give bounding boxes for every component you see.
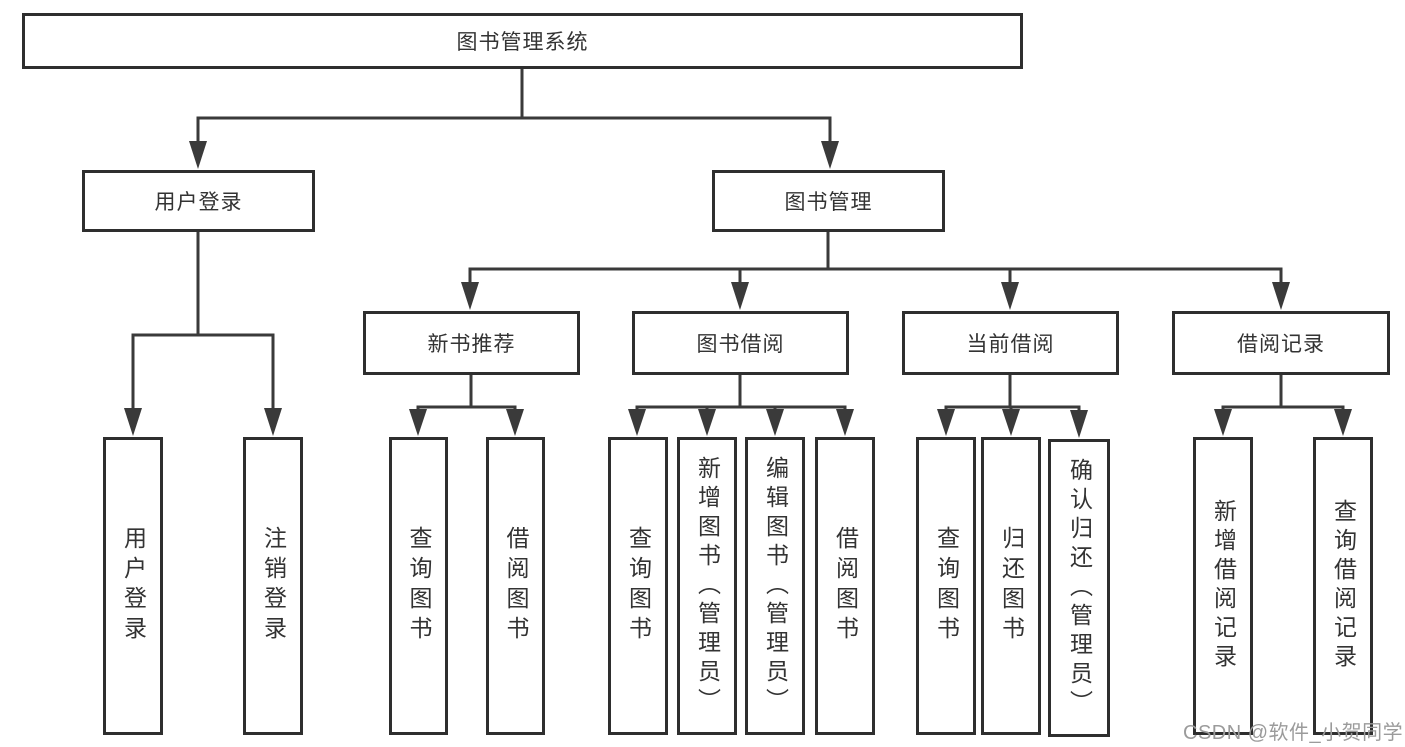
node-user-login: 用户登录	[82, 170, 315, 232]
connector-level2-branch	[196, 116, 832, 150]
leaf-user-login: 用户登录	[103, 437, 163, 735]
leaf-edit-book-admin: 编辑图书（管理员）	[745, 437, 805, 735]
arrowhead-current-borrowing	[1001, 282, 1019, 310]
arrowhead-query-books-3	[937, 409, 955, 436]
arrowhead-leaf-user-login	[124, 408, 142, 436]
leaf-user-login-label: 用户登录	[120, 526, 147, 646]
arrowhead-query-borrow-record	[1334, 409, 1352, 436]
node-book-borrowing-label: 图书借阅	[696, 333, 785, 356]
leaf-query-books-recommend-label: 查询图书	[406, 526, 432, 646]
connector-borrowing-records-branch	[1221, 375, 1345, 418]
leaf-edit-book-admin-label: 编辑图书（管理员）	[762, 455, 789, 717]
leaf-add-borrow-record: 新增借阅记录	[1193, 437, 1253, 735]
connector-book-borrowing-branch	[635, 375, 847, 418]
arrowhead-book-borrowing	[731, 282, 749, 310]
arrowhead-add-book-admin	[698, 409, 716, 436]
node-new-book-recommend-label: 新书推荐	[427, 333, 516, 356]
arrowhead-borrow-books-1	[506, 409, 524, 436]
leaf-add-book-admin-label: 新增图书（管理员）	[694, 455, 721, 717]
arrowhead-borrowing-records	[1272, 282, 1290, 310]
leaf-add-borrow-record-label: 新增借阅记录	[1210, 499, 1237, 673]
csdn-watermark: CSDN @软件_小贺同学	[1183, 722, 1404, 744]
leaf-query-books-current: 查询图书	[916, 437, 976, 735]
arrowhead-return-books	[1002, 409, 1020, 436]
arrowhead-new-book-recommend	[461, 282, 479, 310]
leaf-logout: 注销登录	[243, 437, 303, 735]
node-current-borrowing-label: 当前借阅	[966, 333, 1055, 356]
connector-new-book-recommend-branch	[416, 375, 517, 418]
leaf-return-books-label: 归还图书	[998, 526, 1025, 646]
leaf-query-books-borrowing-label: 查询图书	[625, 526, 652, 646]
arrowhead-user-login	[189, 141, 207, 169]
leaf-borrow-books-borrowing-label: 借阅图书	[832, 526, 859, 646]
node-user-login-label: 用户登录	[154, 191, 243, 214]
arrowhead-borrow-books-2	[836, 409, 854, 436]
arrowhead-query-books-2	[628, 409, 646, 436]
leaf-borrow-books-borrowing: 借阅图书	[815, 437, 875, 735]
leaf-return-books: 归还图书	[981, 437, 1041, 735]
connector-book-management-branch	[468, 232, 1283, 290]
leaf-confirm-return-admin: 确认归还（管理员）	[1048, 439, 1110, 737]
leaf-logout-label: 注销登录	[260, 526, 287, 646]
node-borrowing-records-label: 借阅记录	[1237, 333, 1325, 356]
node-current-borrowing: 当前借阅	[902, 311, 1119, 375]
node-book-management: 图书管理	[712, 170, 945, 232]
arrowhead-query-books-1	[409, 409, 427, 436]
leaf-borrow-books-recommend-label: 借阅图书	[503, 526, 529, 646]
leaf-query-books-recommend: 查询图书	[389, 437, 448, 735]
leaf-borrow-books-recommend: 借阅图书	[486, 437, 545, 735]
leaf-query-books-borrowing: 查询图书	[608, 437, 668, 735]
node-book-borrowing: 图书借阅	[632, 311, 849, 375]
arrowhead-confirm-return-admin	[1070, 410, 1088, 438]
node-new-book-recommend: 新书推荐	[363, 311, 580, 375]
leaf-confirm-return-admin-label: 确认归还（管理员）	[1066, 457, 1093, 719]
leaf-add-book-admin: 新增图书（管理员）	[677, 437, 737, 735]
leaf-query-books-current-label: 查询图书	[933, 526, 960, 646]
node-book-management-label: 图书管理	[784, 191, 873, 214]
leaf-query-borrow-record-label: 查询借阅记录	[1330, 499, 1357, 673]
root-node-label: 图书管理系统	[456, 31, 589, 54]
arrowhead-book-management	[821, 141, 839, 169]
root-node-library-system: 图书管理系统	[22, 13, 1023, 69]
connector-user-login-branch	[131, 232, 275, 415]
leaf-query-borrow-record: 查询借阅记录	[1313, 437, 1373, 735]
node-borrowing-records: 借阅记录	[1172, 311, 1390, 375]
arrowhead-add-borrow-record	[1214, 409, 1232, 436]
arrowhead-edit-book-admin	[766, 409, 784, 436]
arrowhead-leaf-logout	[264, 408, 282, 436]
